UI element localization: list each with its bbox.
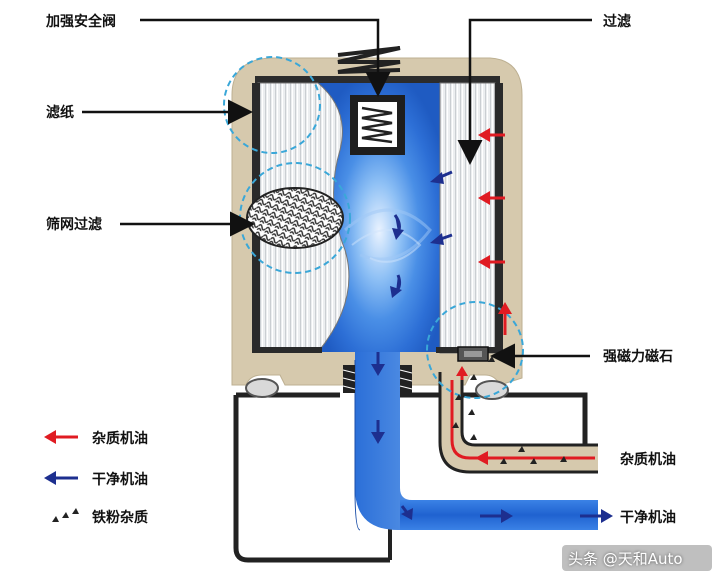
clean-oil-arrows [371,170,613,523]
safety-valve-box [350,95,405,155]
label-magnet: 强磁力磁石 [603,349,673,365]
label-filtering: 过滤 [603,14,631,30]
legend-icons [44,430,79,522]
gaskets [245,378,509,400]
dirty-oil-arrows [456,128,595,465]
label-screen-filter: 筛网过滤 [46,217,102,233]
label-safety-valve: 加强安全阀 [46,14,116,30]
legend-iron-particles: 铁粉杂质 [92,510,148,526]
label-clean-oil-out: 干净机油 [620,510,676,526]
inner-chamber [318,83,440,352]
magnet [457,346,489,362]
label-dirty-oil-in: 杂质机油 [620,452,676,468]
watermark: 头条 @天和Auto [568,550,683,568]
leader-lines [82,18,592,369]
outer-pipe-frame [233,392,588,563]
filter-paper-right [436,82,503,354]
screen-mesh-filter [246,187,344,249]
dirty-oil-inlet-pipe [438,372,598,474]
legend-dirty-oil: 杂质机油 [92,431,148,447]
label-filter-paper: 滤纸 [46,105,74,121]
clean-oil-outlet-pipe [342,352,598,531]
legend-clean-oil: 干净机油 [92,472,148,488]
watermark-bg [562,545,712,571]
